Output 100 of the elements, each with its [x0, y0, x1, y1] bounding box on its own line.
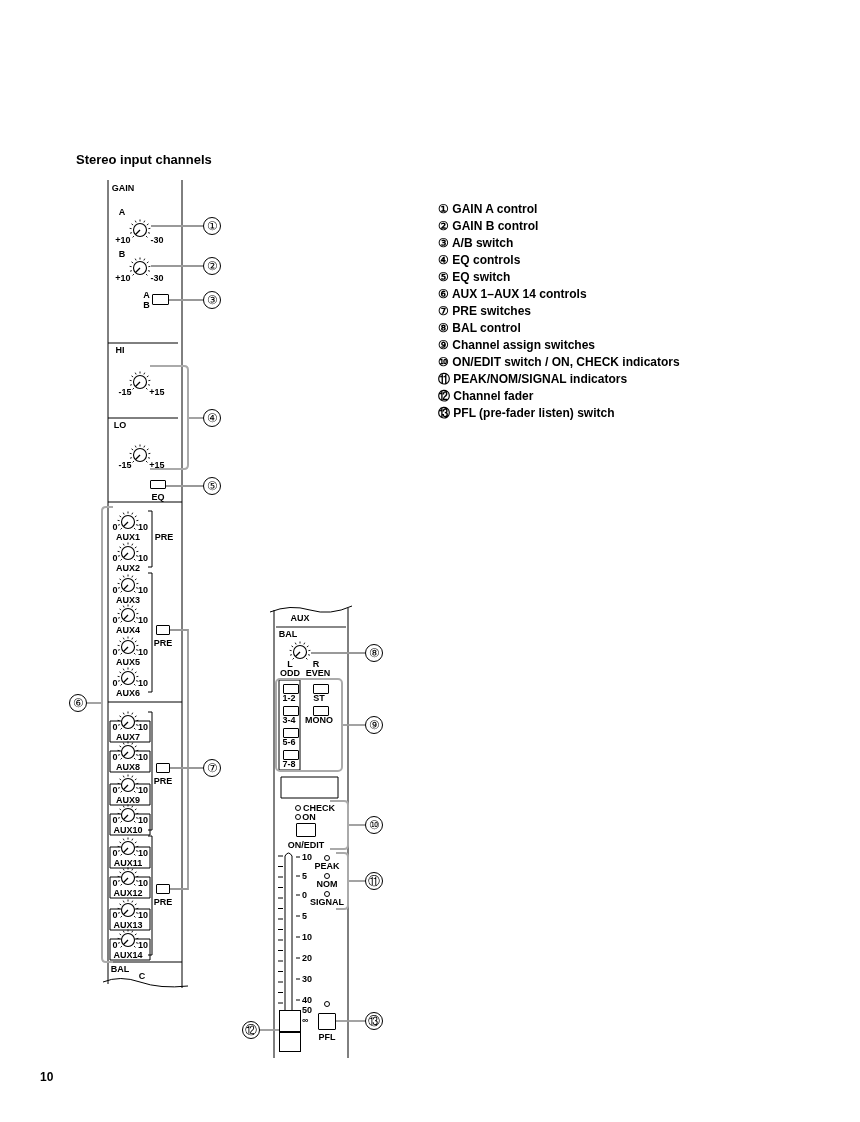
push-switch [313, 706, 329, 716]
control-label: 0 [112, 722, 118, 732]
push-switch [150, 480, 166, 489]
control-label: 10 [138, 878, 148, 888]
control-label: 10 [138, 647, 148, 657]
panel-label: BAL [278, 629, 298, 639]
callout-number: ⑦ [203, 759, 221, 777]
control-label: AUX8 [116, 762, 140, 772]
control-label: +10 [115, 273, 131, 283]
push-switch [283, 706, 299, 716]
control-label: 10 [138, 585, 148, 595]
callout-number: ② [203, 257, 221, 275]
legend-item: ⑦ PRE switches [438, 305, 532, 317]
control-label: EVEN [305, 668, 331, 678]
panel-label: 1-2 [282, 693, 296, 703]
leader-line [150, 225, 204, 227]
control-label: R [312, 659, 320, 669]
control-label: 10 [138, 815, 148, 825]
control-label: L [287, 659, 293, 669]
legend-item: ① GAIN A control [438, 203, 538, 215]
push-switch [296, 823, 316, 837]
control-label: 0 [112, 678, 118, 688]
leader-line [188, 417, 204, 419]
indicator-led [295, 814, 301, 820]
legend-item: ② GAIN B control [438, 220, 539, 232]
control-label: A [118, 207, 126, 217]
panel-label: 5-6 [282, 737, 296, 747]
scale-label: 5 [302, 871, 307, 881]
control-label: 10 [138, 785, 148, 795]
control-label: 0 [112, 522, 118, 532]
control-label: 10 [138, 848, 148, 858]
legend-item: ⑪ PEAK/NOM/SIGNAL indicators [438, 373, 628, 385]
control-label: +15 [149, 460, 165, 470]
leader-line [168, 299, 204, 301]
callout-number: ⑩ [365, 816, 383, 834]
control-label: PRE [153, 776, 173, 786]
control-label: AUX4 [116, 625, 140, 635]
legend-item: ④ EQ controls [438, 254, 521, 266]
scale-label: 20 [302, 953, 312, 963]
callout-number: ① [203, 217, 221, 235]
panel-label: 3-4 [282, 715, 296, 725]
panel-label: C [138, 971, 146, 981]
scale-label: 50 [302, 1005, 312, 1015]
control-label: AUX14 [113, 950, 143, 960]
push-switch [283, 750, 299, 760]
leader-line [165, 485, 204, 487]
bracket [150, 365, 189, 470]
callout-number: ⑫ [242, 1021, 260, 1039]
control-label: NOM [316, 879, 338, 889]
scale-label: 5 [302, 911, 307, 921]
indicator-led [324, 891, 330, 897]
push-switch [156, 884, 170, 894]
control-label: AUX3 [116, 595, 140, 605]
scale-label: ∞ [302, 1015, 309, 1025]
legend-item: ⑩ ON/EDIT switch / ON, CHECK indicators [438, 356, 680, 368]
switch-group-outline [275, 678, 343, 772]
leader-line [348, 880, 366, 882]
leader-line [169, 767, 204, 890]
control-label: +15 [149, 387, 165, 397]
control-label: EQ [151, 492, 165, 501]
control-label: -15 [118, 460, 132, 470]
control-label: ON/EDIT [287, 840, 325, 850]
fader-knob [279, 1010, 301, 1052]
control-label: -30 [150, 235, 164, 245]
control-label: 0 [112, 848, 118, 858]
leader-line [259, 1029, 280, 1031]
panel-label: MONO [305, 715, 333, 725]
callout-number: ⑧ [365, 644, 383, 662]
control-label: AUX5 [116, 657, 140, 667]
indicator-led [324, 1001, 330, 1007]
legend-item: ⑧ BAL control [438, 322, 521, 334]
control-label: 0 [112, 815, 118, 825]
callout-number: ⑬ [365, 1012, 383, 1030]
panel-label: BAL [110, 964, 130, 974]
control-label: 0 [112, 910, 118, 920]
control-label: 0 [112, 752, 118, 762]
push-switch [156, 763, 170, 773]
bracket [101, 506, 113, 963]
control-label: 10 [138, 722, 148, 732]
control-label: AUX12 [113, 888, 143, 898]
panel-label: 7-8 [282, 759, 296, 769]
indicator-led [295, 805, 301, 811]
callout-number: ⑥ [69, 694, 87, 712]
leader-line [86, 702, 102, 704]
control-label: 10 [138, 940, 148, 950]
control-label: +10 [115, 235, 131, 245]
control-label: 10 [138, 678, 148, 688]
control-label: 0 [112, 940, 118, 950]
leader-line [150, 265, 204, 267]
callout-number: ⑪ [365, 872, 383, 890]
legend-item: ⑤ EQ switch [438, 271, 511, 283]
legend-item: ⑬ PFL (pre-fader listen) switch [438, 407, 615, 419]
control-label: SIGNAL [310, 897, 344, 907]
section-title: Stereo input channels [76, 151, 212, 169]
control-label: 0 [112, 878, 118, 888]
control-label: PRE [153, 897, 173, 907]
leader-line [335, 1020, 366, 1022]
control-label: 0 [112, 615, 118, 625]
callout-number: ④ [203, 409, 221, 427]
control-label: A [143, 290, 150, 299]
